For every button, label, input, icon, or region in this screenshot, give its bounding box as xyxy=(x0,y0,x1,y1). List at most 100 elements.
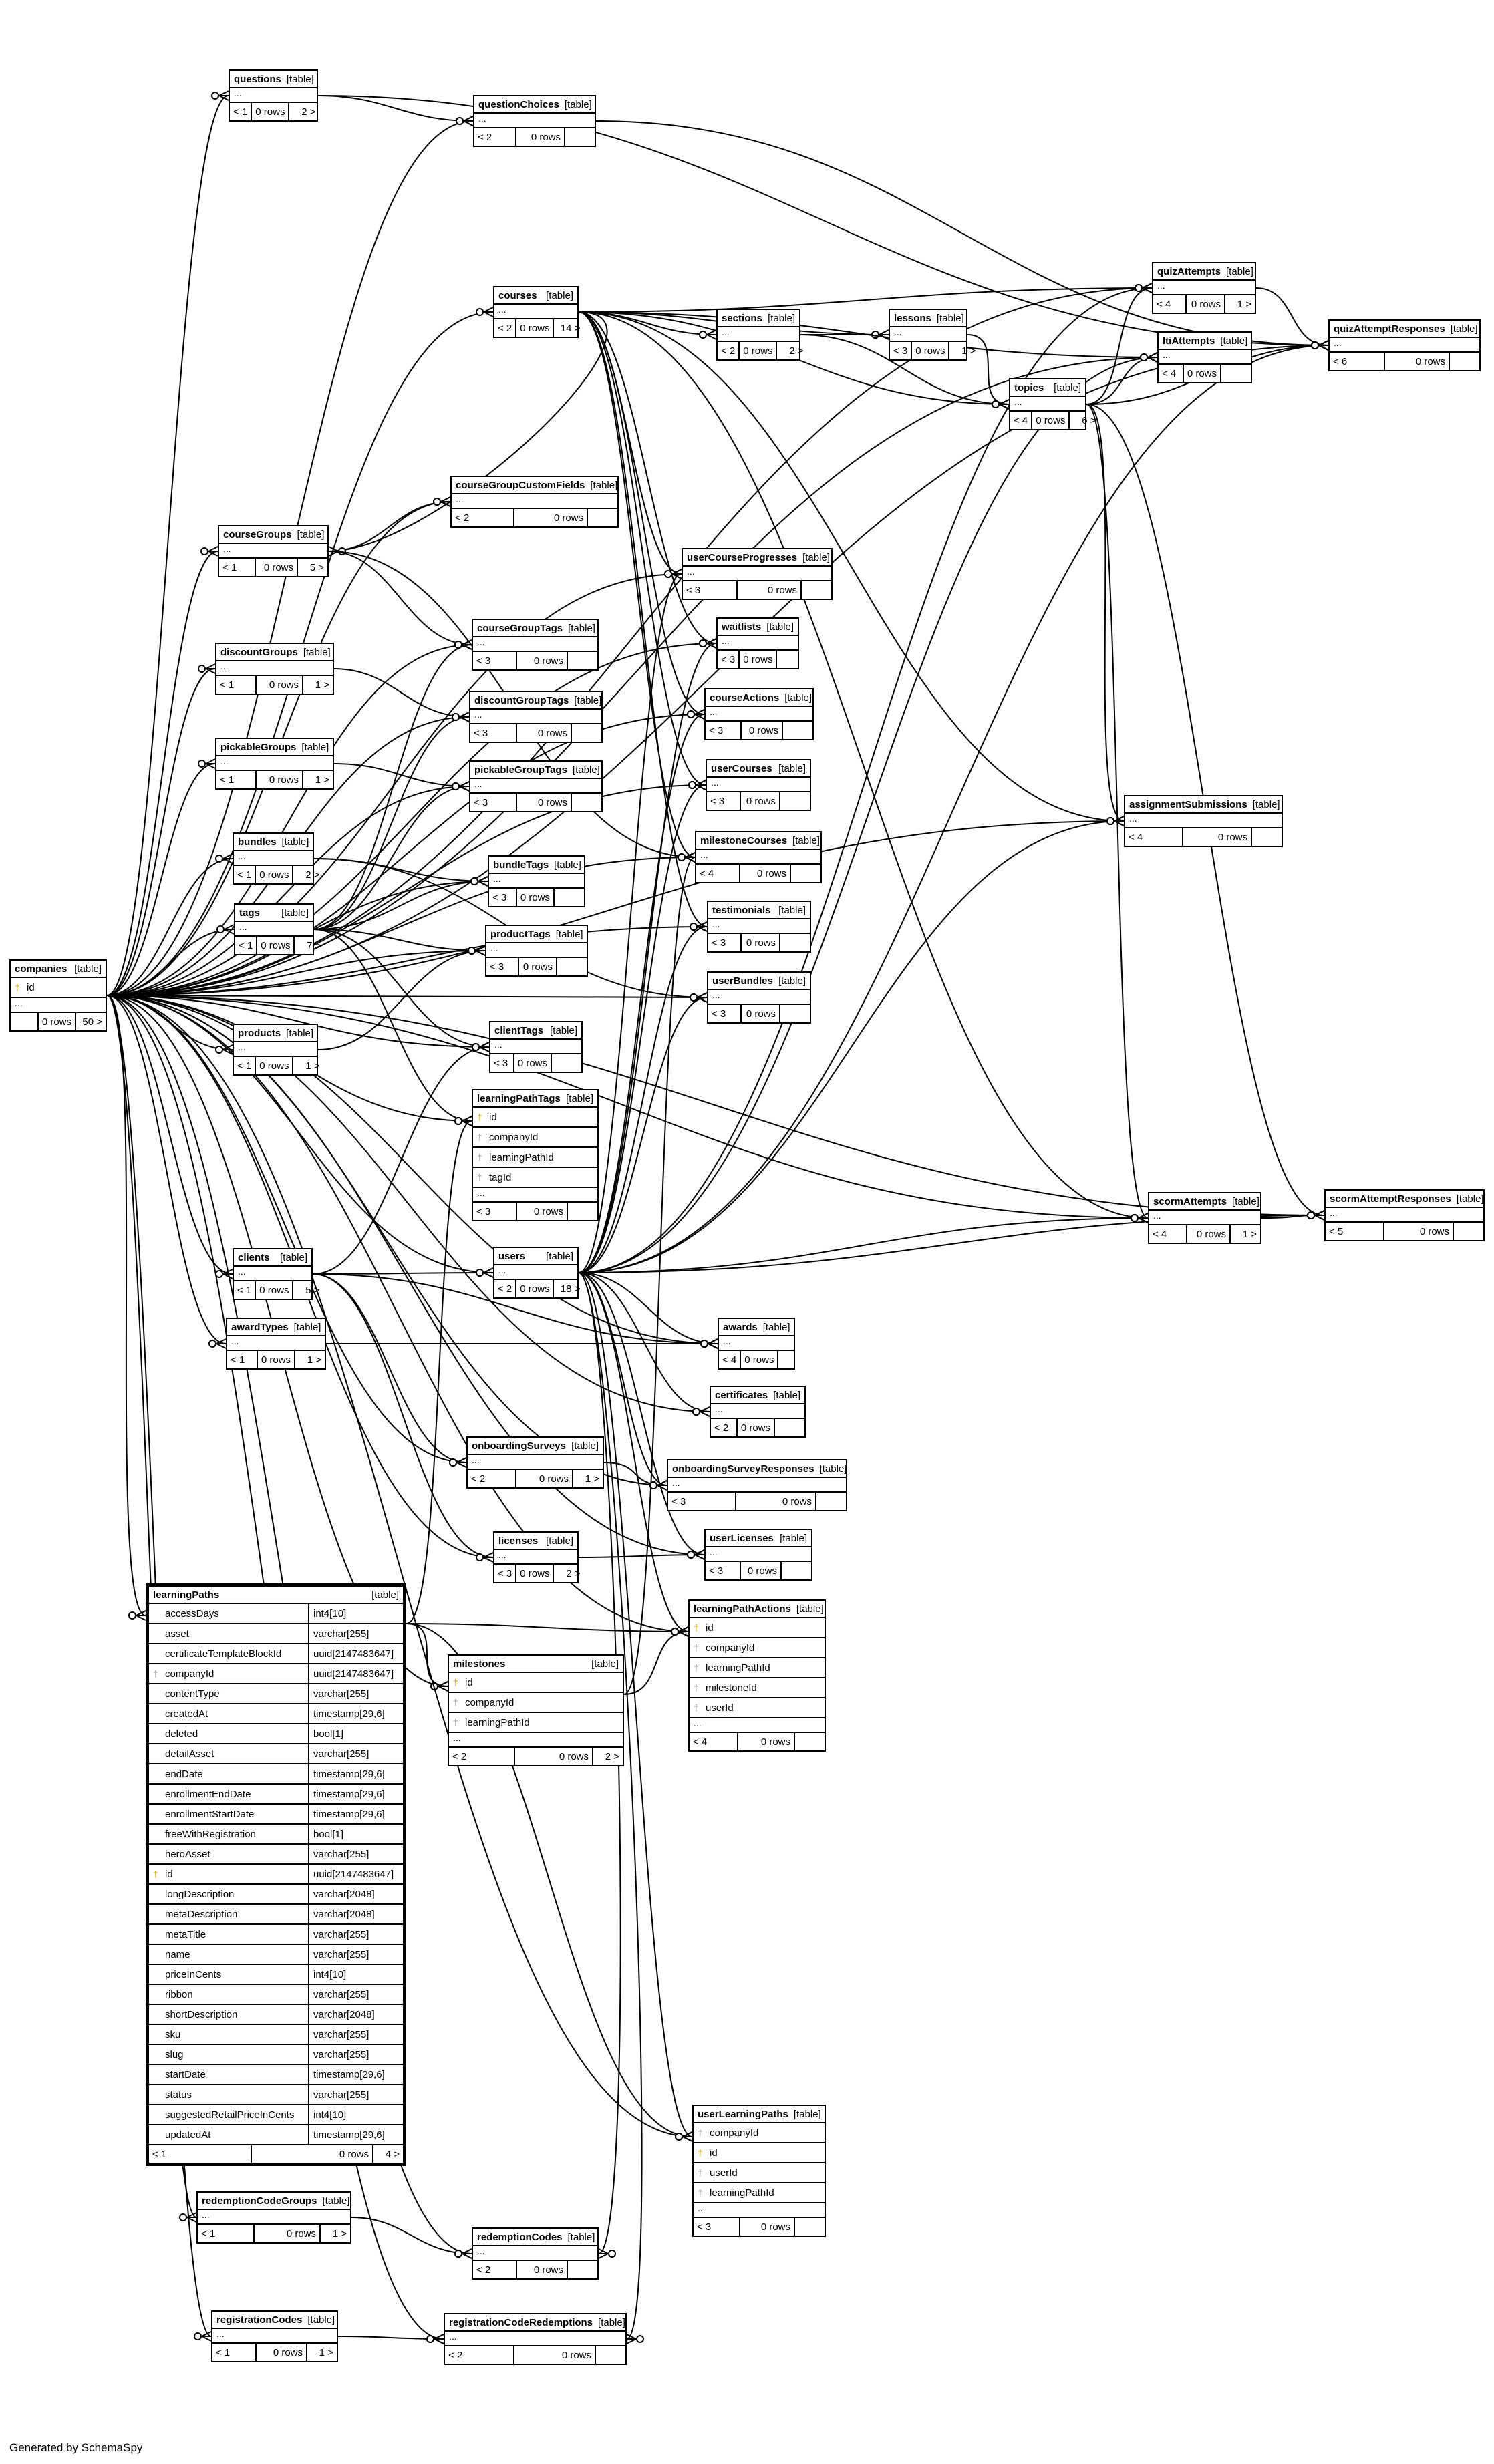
column-type: varchar[255] xyxy=(308,2025,399,2044)
foreign-key-icon: † xyxy=(694,1702,699,1713)
crows-foot-mark xyxy=(222,858,233,864)
optional-marker xyxy=(476,308,484,316)
column-type: timestamp[29,6] xyxy=(308,1805,399,1823)
row-count: 0 rows xyxy=(255,676,302,694)
relationship-line xyxy=(578,311,1158,358)
children-count xyxy=(1449,353,1479,370)
parents-count: < 2 xyxy=(476,2264,491,2276)
table-userLearningPaths[interactable]: userLearningPaths[table]†companyId†id†us… xyxy=(692,2105,826,2237)
relationship-line xyxy=(313,881,488,930)
row-count: 0 rows xyxy=(515,1565,553,1582)
column-name: createdAt xyxy=(165,1708,208,1720)
table-learningPathTags[interactable]: learningPathTags[table]†id†companyId†lea… xyxy=(472,1089,599,1221)
table-type-label: [table] xyxy=(793,2108,821,2120)
table-milestones[interactable]: milestones[table]†id†companyId†learningP… xyxy=(448,1654,624,1766)
table-name: pickableGroups xyxy=(220,741,297,753)
crows-foot-mark xyxy=(483,307,494,313)
column-name: userId xyxy=(710,2167,738,2179)
column-name: id xyxy=(165,1868,173,1880)
column-name: deleted xyxy=(165,1728,198,1740)
relationship-line xyxy=(578,1272,643,2340)
columns-ellipsis: ... xyxy=(494,1549,577,1563)
foreign-key-icon: † xyxy=(477,1152,482,1163)
optional-marker xyxy=(426,2335,434,2343)
children-count xyxy=(567,2261,597,2278)
children-count xyxy=(1251,828,1282,846)
crows-foot-mark xyxy=(483,1552,494,1558)
table-registrationCodeRedemptions[interactable]: registrationCodeRedemptions[table]...< 2… xyxy=(444,2313,627,2365)
column-name: startDate xyxy=(165,2068,206,2081)
children-count: 1 > xyxy=(572,1470,603,1487)
table-name: topics xyxy=(1014,381,1044,394)
column-name: name xyxy=(165,1948,190,1960)
primary-key-icon: † xyxy=(698,2147,703,2158)
table-type-label: [table] xyxy=(590,479,618,491)
column-row: †learningPathId xyxy=(690,1657,825,1677)
crows-foot-mark xyxy=(438,1686,448,1692)
table-header: redemptionCodes[table] xyxy=(473,2229,597,2245)
children-count xyxy=(777,1351,808,1368)
optional-marker xyxy=(1135,284,1143,292)
columns-ellipsis: ... xyxy=(668,1477,846,1491)
table-learningPathActions[interactable]: learningPathActions[table]†id†companyId†… xyxy=(688,1599,826,1752)
column-name: metaDescription xyxy=(165,1908,238,1920)
table-name: courseGroups xyxy=(223,528,292,541)
crows-foot-mark xyxy=(697,926,708,932)
crows-foot-mark xyxy=(708,1343,718,1349)
